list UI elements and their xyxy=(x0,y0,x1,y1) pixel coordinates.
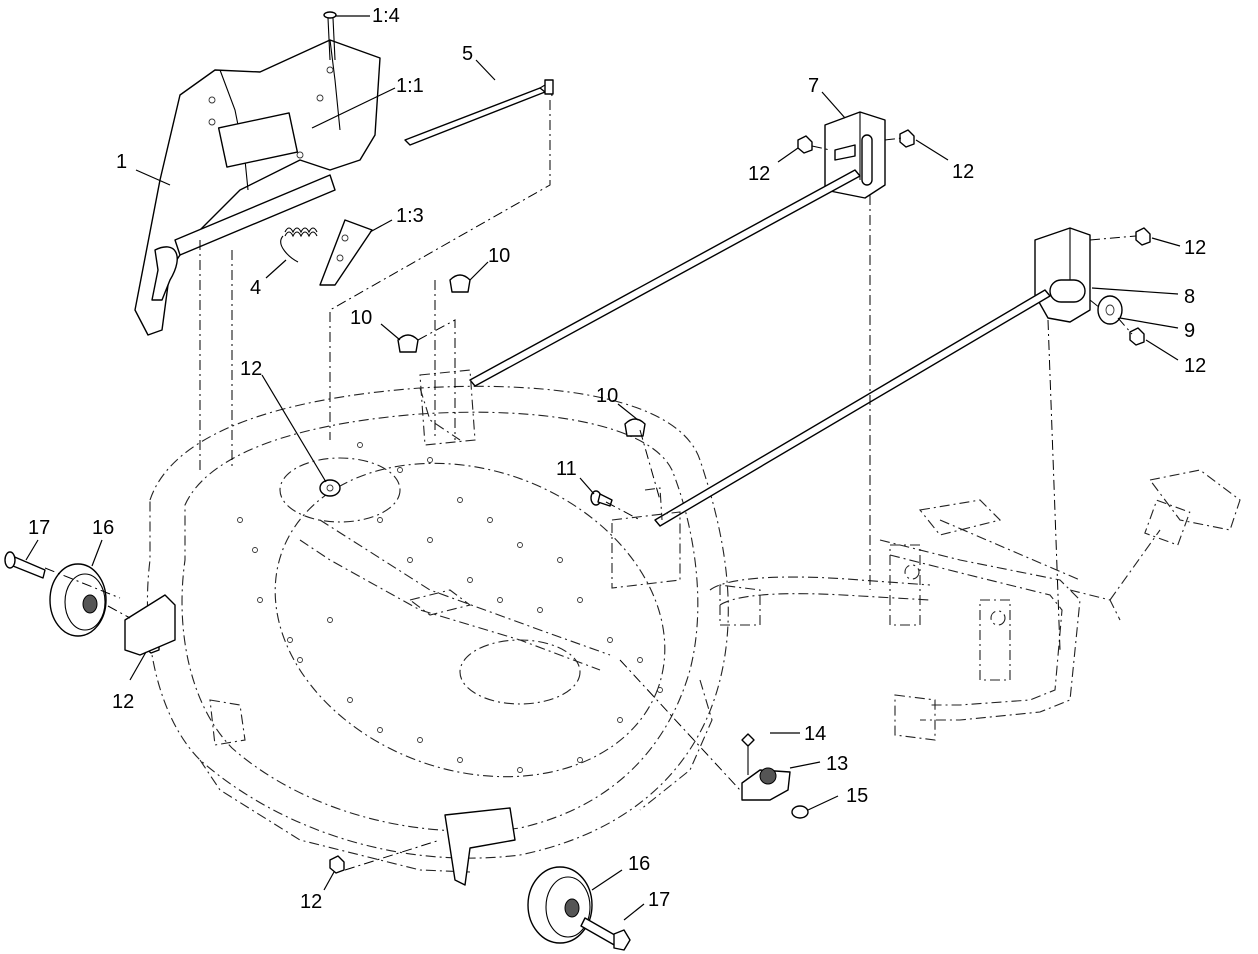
callout-label: 1:1 xyxy=(396,75,424,97)
screw-1-4 xyxy=(323,11,337,61)
washer-9 xyxy=(1097,295,1123,325)
linkage-rods xyxy=(469,169,1051,527)
callout-label: 9 xyxy=(1184,320,1195,342)
callout-label: 12 xyxy=(112,691,134,713)
callout-label: 4 xyxy=(250,277,261,299)
callout-label: 15 xyxy=(846,785,868,807)
sensor-assembly xyxy=(741,733,809,819)
discharge-shield xyxy=(134,39,381,336)
mounting-bracket-7 xyxy=(824,111,886,199)
callout-label: 1:3 xyxy=(396,205,424,227)
callout-label: 12 xyxy=(300,891,322,913)
callout-label: 10 xyxy=(596,385,618,407)
callout-label: 17 xyxy=(28,517,50,539)
callout-label: 17 xyxy=(648,889,670,911)
wheel-left xyxy=(4,551,176,656)
callout-label: 12 xyxy=(952,161,974,183)
callout-label: 7 xyxy=(808,75,819,97)
carriage-bolts-10 xyxy=(397,274,646,437)
torsion-spring xyxy=(280,227,318,263)
assembly-lines xyxy=(44,100,1137,871)
mounting-bracket-8 xyxy=(1034,227,1091,323)
callout-label: 16 xyxy=(92,517,114,539)
callout-label: 14 xyxy=(804,723,826,745)
callout-label: 10 xyxy=(350,307,372,329)
callout-label: 12 xyxy=(240,358,262,380)
nuts-12 xyxy=(144,129,1151,874)
leader-lines xyxy=(25,15,1181,921)
deck-brackets xyxy=(419,369,681,589)
callout-label: 10 xyxy=(488,245,510,267)
wheel-front xyxy=(444,807,631,951)
callout-label: 12 xyxy=(1184,355,1206,377)
callout-label: 12 xyxy=(1184,237,1206,259)
callout-label: 16 xyxy=(628,853,650,875)
deck-mounting-holes xyxy=(237,442,663,773)
deflector-bracket xyxy=(319,219,373,286)
callout-label: 12 xyxy=(748,163,770,185)
callout-label: 1:4 xyxy=(372,5,400,27)
mower-deck-outline xyxy=(146,385,729,873)
callout-label: 13 xyxy=(826,753,848,775)
callout-label: 1 xyxy=(116,151,127,173)
lift-linkage-outline xyxy=(709,469,1241,741)
callout-label: 8 xyxy=(1184,286,1195,308)
callout-label: 11 xyxy=(556,458,577,480)
shield-rod xyxy=(404,79,554,146)
callout-labels: 1:4 1:1 5 7 1 12 12 1:3 12 10 4 8 10 9 1… xyxy=(28,5,1206,913)
callout-label: 5 xyxy=(462,43,473,65)
